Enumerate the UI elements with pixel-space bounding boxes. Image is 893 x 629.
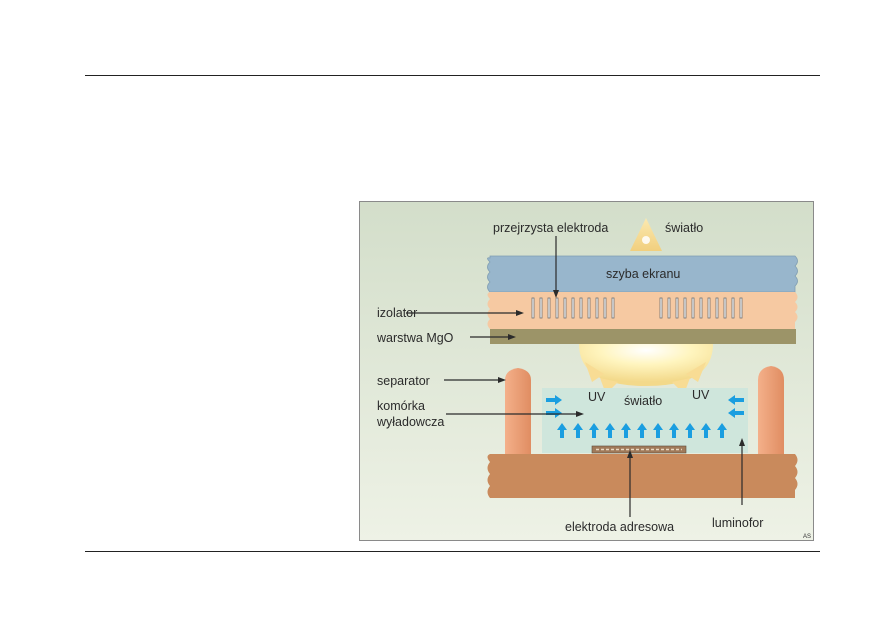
label-screen-glass: szyba ekranu (606, 267, 680, 281)
label-uv-left: UV (588, 390, 606, 404)
light-spark-top (642, 236, 650, 244)
label-phosphor: luminofor (712, 516, 763, 530)
signature-mark: AS (803, 534, 811, 540)
label-light-top: światło (665, 221, 703, 235)
separator-left (505, 368, 531, 458)
label-light-cell: światło (624, 394, 662, 408)
light-glow-dome (579, 344, 713, 386)
discharge-cell (542, 388, 748, 453)
plasma-cell-diagram: przejrzysta elektroda światło szyba ekra… (359, 201, 814, 541)
bottom-rule (85, 551, 820, 552)
label-cell-line1: komórka (377, 399, 425, 413)
mgo-layer (490, 329, 796, 344)
leader-lines (406, 236, 745, 517)
label-transparent-electrode: przejrzysta elektroda (493, 221, 608, 235)
light-beam-top (630, 218, 662, 251)
screen-glass-layer (487, 255, 798, 293)
label-mgo-layer: warstwa MgO (376, 331, 454, 345)
label-separator: separator (377, 374, 430, 388)
uv-arrows-up (557, 423, 727, 438)
label-address-electrode: elektroda adresowa (565, 520, 674, 534)
label-cell-line2: wyładowcza (376, 415, 444, 429)
label-insulator: izolator (377, 306, 417, 320)
separator-right (758, 366, 784, 458)
uv-arrows-side (546, 395, 744, 418)
rear-substrate (487, 454, 798, 498)
label-uv-right: UV (692, 388, 710, 402)
top-rule (85, 75, 820, 76)
transparent-electrode-strips (531, 297, 743, 319)
